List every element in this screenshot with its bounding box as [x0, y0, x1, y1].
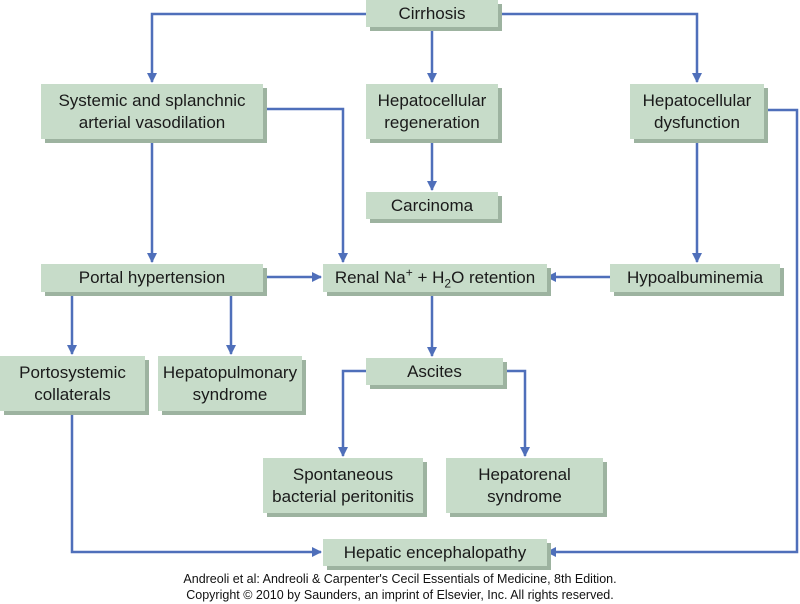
node-hepatopulmonary-line2: syndrome [192, 384, 268, 404]
node-sbp-line2: bacterial peritonitis [272, 486, 414, 506]
arrow-systemic-to-renal [263, 107, 348, 263]
node-hepatocellular-regeneration: Hepatocellular regeneration [366, 84, 498, 139]
node-portosystemic-line1: Portosystemic [19, 362, 126, 382]
node-systemic-line2: arterial vasodilation [78, 112, 226, 132]
node-portosystemic-line2: collaterals [34, 384, 111, 404]
renal-pre: Renal Na [334, 268, 406, 287]
node-hepatopulmonary-syndrome: Hepatopulmonary syndrome [158, 356, 302, 411]
node-cirrhosis-label: Cirrhosis [398, 3, 466, 23]
arrow-dysfunction-to-encephalopathy [546, 108, 799, 557]
node-systemic-line1: Systemic and splanchnic [58, 90, 246, 110]
credit-line-1: Andreoli et al: Andreoli & Carpenter's C… [183, 572, 617, 586]
arrow-cirrhosis-to-dysfunction [498, 12, 702, 83]
node-portal-hypertension: Portal hypertension [41, 264, 263, 292]
node-ascites-label: Ascites [407, 361, 462, 381]
node-dysfunction-line2: dysfunction [654, 112, 740, 132]
arrow-cirrhosis-to-systemic [147, 12, 366, 83]
node-portosystemic-collaterals: Portosystemic collaterals [0, 356, 145, 411]
node-regeneration-line2: regeneration [384, 112, 480, 132]
node-portal-label: Portal hypertension [78, 268, 226, 287]
node-hepatic-encephalopathy: Hepatic encephalopathy [323, 539, 547, 566]
node-hypoalbuminemia-label: Hypoalbuminemia [626, 268, 764, 287]
node-cirrhosis: Cirrhosis [366, 0, 498, 27]
node-carcinoma-label: Carcinoma [390, 195, 474, 215]
arrow-ascites-to-hepatorenal [503, 369, 530, 457]
node-sbp-line1: Spontaneous [292, 464, 394, 484]
node-hepatocellular-dysfunction: Hepatocellular dysfunction [630, 84, 764, 139]
node-renal-retention: Renal Na+ + H2O retention [323, 264, 547, 292]
renal-post: O retention [451, 268, 536, 287]
node-regeneration-line1: Hepatocellular [377, 90, 487, 110]
arrow-ascites-to-sbp [338, 369, 366, 457]
node-encephalopathy-label: Hepatic encephalopathy [343, 542, 527, 562]
node-hepatorenal-line2: syndrome [487, 486, 562, 506]
node-dysfunction-line1: Hepatocellular [642, 90, 752, 110]
node-spontaneous-bacterial-peritonitis: Spontaneous bacterial peritonitis [263, 458, 423, 513]
node-hepatopulmonary-line1: Hepatopulmonary [162, 362, 298, 382]
node-hepatorenal-syndrome: Hepatorenal syndrome [446, 458, 603, 513]
node-systemic-vasodilation: Systemic and splanchnic arterial vasodil… [41, 84, 263, 139]
arrow-portosystemic-to-encephalopathy [70, 411, 322, 557]
renal-sub: 2 [444, 276, 452, 291]
node-ascites: Ascites [366, 358, 503, 385]
credit-line-2: Copyright © 2010 by Saunders, an imprint… [186, 588, 614, 602]
renal-mid: + H [412, 268, 445, 287]
node-renal-label: Renal Na+ + H2O retention [334, 265, 536, 291]
node-hepatorenal-line1: Hepatorenal [478, 464, 571, 484]
node-carcinoma: Carcinoma [366, 192, 498, 219]
renal-sup: + [405, 265, 413, 280]
node-hypoalbuminemia: Hypoalbuminemia [610, 264, 780, 292]
